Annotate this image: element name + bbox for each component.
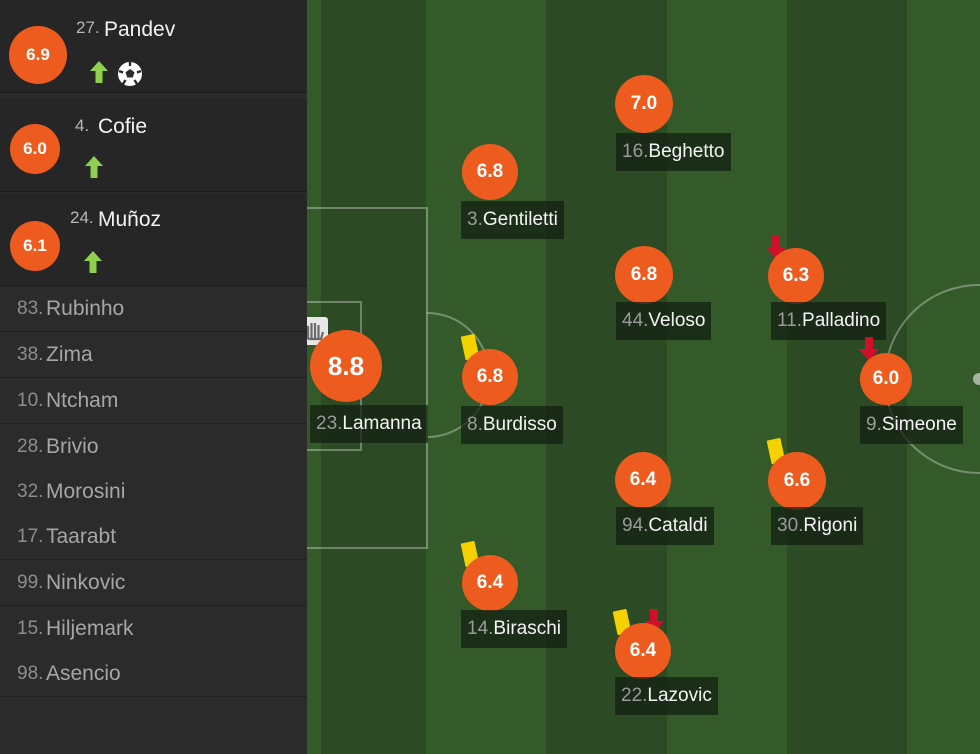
player-label: 94.Cataldi: [616, 507, 714, 545]
rating-badge: 8.8: [310, 330, 382, 402]
player-label: 9.Simeone: [860, 406, 963, 444]
bench-row[interactable]: 28. Brivio: [0, 424, 307, 470]
player-number: 9.: [866, 414, 882, 435]
rating-badge: 6.0: [10, 124, 60, 174]
rating-badge: 6.3: [768, 248, 824, 304]
player-number: 23.: [316, 413, 343, 434]
goal-ball-icon: [118, 62, 142, 86]
substitutes-panel: 6.9 27. Pandev 6.0 4. Cofie 6.1 24. Muño…: [0, 0, 307, 754]
player-name: Cofie: [98, 115, 148, 138]
player-name: Burdisso: [482, 414, 557, 435]
player-number: 30.: [777, 515, 804, 536]
player-name: Muñoz: [98, 208, 162, 231]
player-name: Zima: [46, 343, 93, 366]
player-number: 8.: [467, 414, 483, 435]
rating-badge: 6.9: [9, 26, 67, 84]
player-name: Palladino: [802, 310, 881, 331]
pitch: 8.8 23.Lamanna 6.8 3.Gentiletti 6.8 8.Bu…: [307, 0, 980, 754]
player-name: Lazovic: [647, 685, 712, 706]
sub-in-row[interactable]: 6.1 24. Muñoz: [0, 193, 307, 286]
rating-badge: 6.8: [462, 349, 518, 405]
sub-in-arrow-icon: [85, 156, 103, 178]
player-name: Simeone: [881, 414, 957, 435]
bench-row[interactable]: 98. Asencio: [0, 651, 307, 697]
rating-badge: 6.4: [615, 452, 671, 508]
player-number: 14.: [467, 618, 494, 639]
bench-row[interactable]: 10. Ntcham: [0, 378, 307, 424]
player-number: 83.: [17, 298, 44, 319]
bench-row[interactable]: 38. Zima: [0, 332, 307, 378]
sub-in-row[interactable]: 6.0 4. Cofie: [0, 99, 307, 192]
rating-badge: 6.8: [462, 144, 518, 200]
player-number: 11.: [777, 310, 803, 331]
player-name: Ninkovic: [46, 571, 126, 594]
player-number: 99.: [17, 572, 44, 593]
player-name: Beghetto: [648, 141, 725, 162]
rating-badge: 6.8: [615, 246, 673, 304]
bench-row[interactable]: 15. Hiljemark: [0, 606, 307, 652]
bench-row[interactable]: 99. Ninkovic: [0, 560, 307, 606]
player-name: Hiljemark: [46, 617, 134, 640]
bench-row[interactable]: 32. Morosini: [0, 469, 307, 515]
player-label: 3.Gentiletti: [461, 201, 564, 239]
player-number: 3.: [467, 209, 483, 230]
bench-row[interactable]: 17. Taarabt: [0, 514, 307, 560]
player-number: 38.: [17, 344, 44, 365]
player-name: Asencio: [46, 662, 121, 685]
player-name: Gentiletti: [482, 209, 558, 230]
player-label: 44.Veloso: [616, 302, 712, 340]
player-name: Cataldi: [648, 515, 708, 536]
player-name: Taarabt: [46, 525, 117, 548]
sub-in-arrow-icon: [84, 251, 102, 273]
player-number: 44.: [622, 310, 649, 331]
player-name: Pandev: [104, 18, 176, 41]
player-number: 98.: [17, 663, 44, 684]
player-number: 16.: [622, 141, 649, 162]
player-label: 14.Biraschi: [461, 610, 567, 648]
rating-badge: 6.4: [615, 623, 671, 679]
player-number: 22.: [621, 685, 648, 706]
player-label: 22.Lazovic: [615, 677, 718, 715]
player-name: Brivio: [46, 435, 99, 458]
rating-badge: 6.4: [462, 555, 518, 611]
player-name: Biraschi: [493, 618, 561, 639]
player-name: Veloso: [648, 310, 706, 331]
player-label: 16.Beghetto: [616, 133, 731, 171]
player-name: Rubinho: [46, 297, 125, 320]
player-number: 94.: [622, 515, 649, 536]
player-number: 24.: [70, 208, 94, 227]
player-name: Morosini: [46, 480, 126, 503]
player-number: 10.: [17, 390, 44, 411]
sub-in-row[interactable]: 6.9 27. Pandev: [0, 0, 307, 93]
player-number: 27.: [76, 18, 100, 37]
player-number: 28.: [17, 436, 44, 457]
player-number: 4.: [75, 116, 90, 135]
player-number: 15.: [17, 618, 44, 639]
sub-in-arrow-icon: [90, 61, 108, 83]
rating-badge: 6.6: [768, 452, 826, 510]
rating-badge: 6.0: [860, 353, 912, 405]
player-name: Rigoni: [803, 515, 858, 536]
player-label: 11.Palladino: [771, 302, 887, 340]
player-name: Lamanna: [342, 413, 422, 434]
player-label: 8.Burdisso: [461, 406, 563, 444]
player-label: 23.Lamanna: [310, 405, 428, 443]
bench-row[interactable]: 83. Rubinho: [0, 286, 307, 332]
player-name: Ntcham: [46, 389, 119, 412]
player-label: 30.Rigoni: [771, 507, 864, 545]
player-number: 17.: [17, 526, 44, 547]
rating-badge: 7.0: [615, 75, 673, 133]
rating-badge: 6.1: [10, 221, 60, 271]
player-number: 32.: [17, 481, 44, 502]
